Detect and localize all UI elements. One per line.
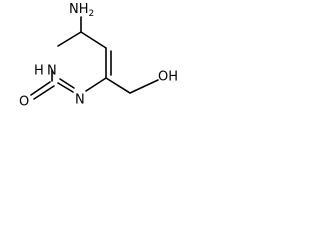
bond-c4-n3 [85,77,107,92]
oxo-label: O [19,95,29,110]
amine-subscript: 2 [89,9,95,19]
ring-nh-hydrogen-label: H [34,64,44,79]
bond-c2-o [30,81,51,96]
bond-c2-o-inner [33,85,55,100]
bond-n3-c2-inner [59,78,75,89]
bond-n1-c6 [57,31,82,47]
ring-n-label: N [75,93,85,108]
bond-c4-ch2 [105,77,131,94]
ring-nh-nitrogen-label: N [47,64,57,79]
bond-ch2-oh [129,79,159,94]
hydroxyl-label: OH [158,70,178,85]
amine-label-main: NH [69,2,89,17]
chemical-structure-diagram: NH2 H N N O OH [19,2,178,110]
bond-n3-c2 [57,82,74,93]
amine-label: NH2 [69,2,94,19]
bond-c6-c5 [80,31,107,49]
